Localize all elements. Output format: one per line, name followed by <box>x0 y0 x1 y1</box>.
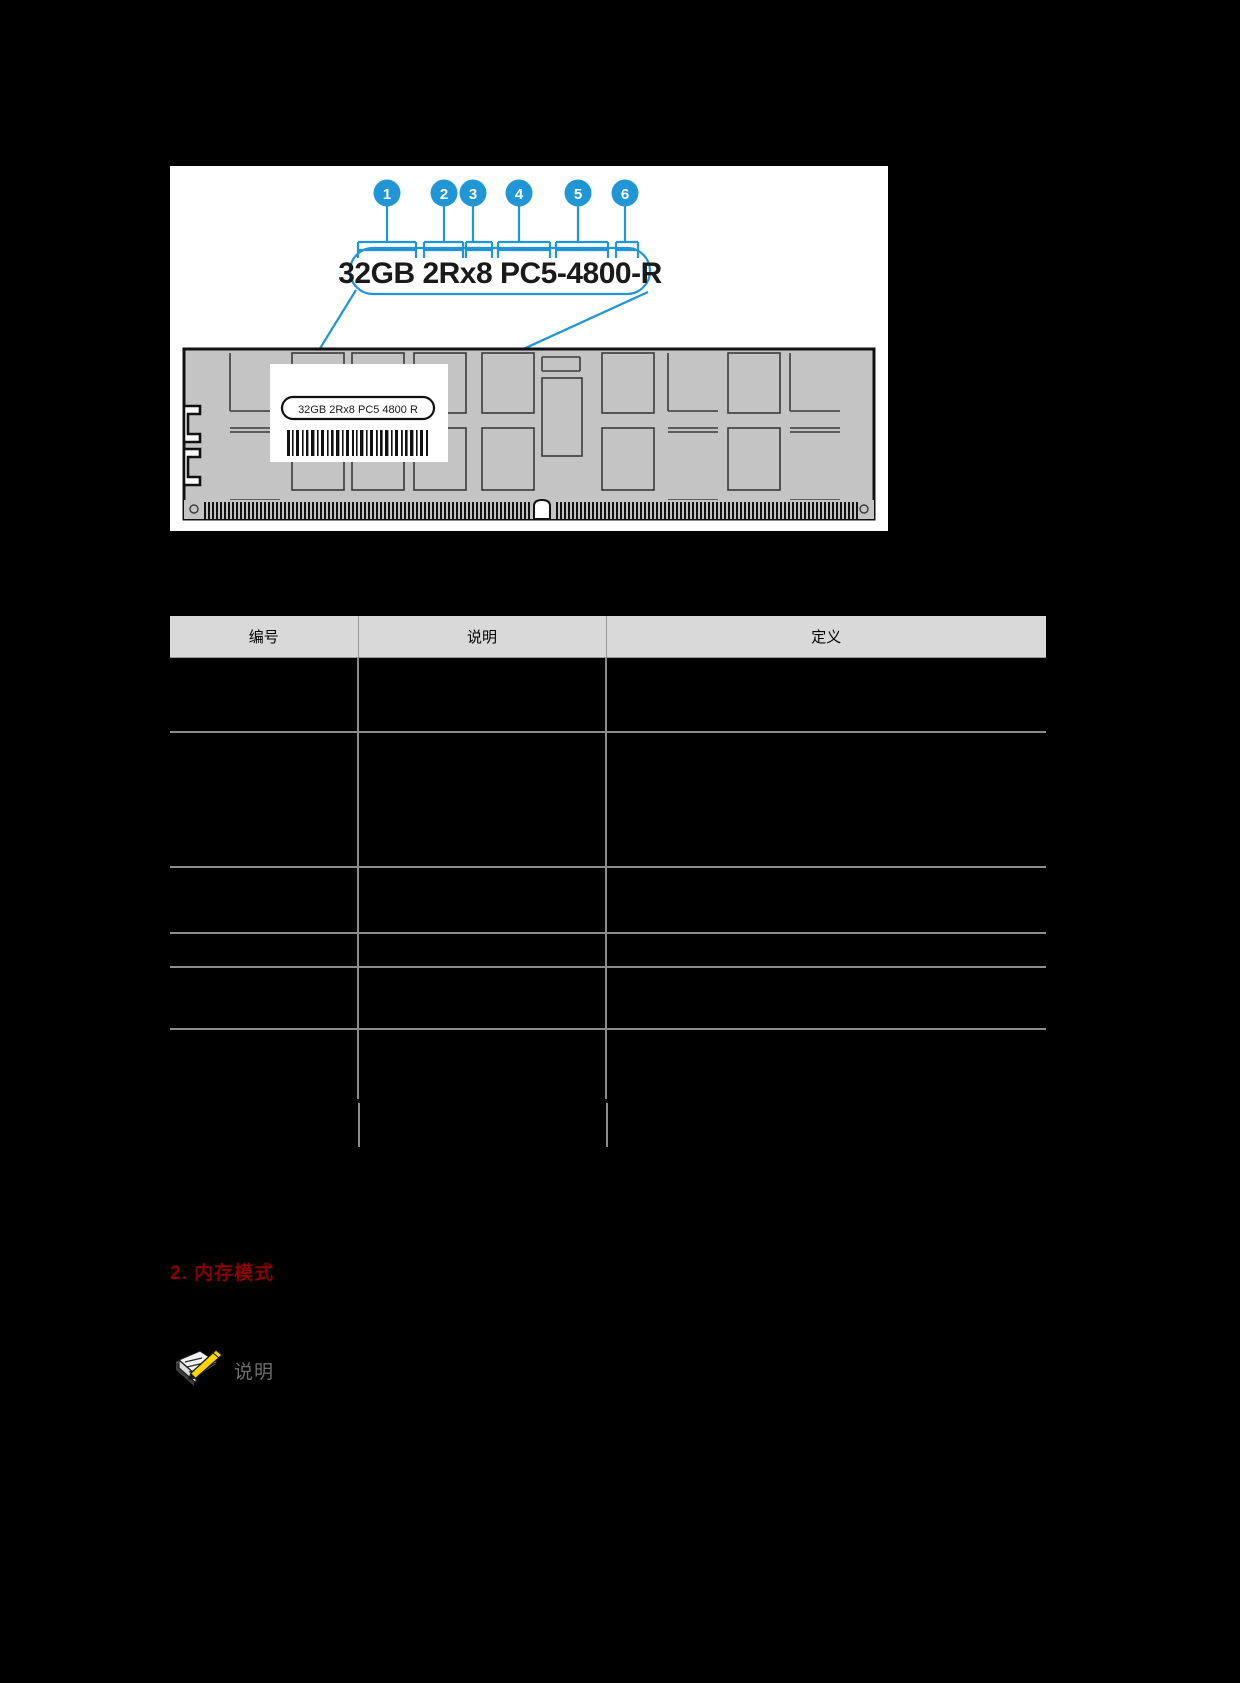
enlarged-label-text: 32GB 2Rx8 PC5-4800-R <box>338 257 662 290</box>
note-label: 说明 <box>234 1361 275 1383</box>
table-row <box>170 932 1046 968</box>
table-row <box>170 966 1046 1030</box>
cell-definition <box>606 731 1046 868</box>
cell-description <box>358 731 607 868</box>
barcode-icon <box>287 430 428 456</box>
callout-number-6: 6 <box>621 186 629 203</box>
connector-pins-right <box>556 502 858 519</box>
callout-circle-4 <box>505 179 533 207</box>
cell-description <box>358 866 607 934</box>
table-row <box>170 731 1046 868</box>
cell-definition <box>606 657 1046 733</box>
callout-circle-6 <box>611 179 639 207</box>
column-header-number: 编号 <box>170 616 359 658</box>
callout-number-5: 5 <box>574 186 582 203</box>
callout-number-4: 4 <box>515 186 524 203</box>
table-header-row: 编号 说明 定义 <box>170 616 1046 658</box>
cell-definition <box>606 1028 1046 1099</box>
callout-circle-3 <box>459 179 487 207</box>
dimm-key-notch <box>533 498 551 520</box>
dimm-diagram-svg: 1 2 3 4 5 6 <box>182 179 876 521</box>
callout-group: 1 2 3 4 5 6 <box>373 179 639 242</box>
connector-pins-left <box>204 502 530 519</box>
memory-module-figure: 1 2 3 4 5 6 <box>170 166 888 531</box>
note-pencil-icon <box>176 1349 223 1386</box>
table-row <box>170 1028 1046 1099</box>
table-row <box>170 866 1046 934</box>
cell-description <box>358 966 607 1030</box>
dimm-notch-upper <box>182 404 202 444</box>
cell-number <box>170 932 359 968</box>
memory-label-definition-table: 编号 说明 定义 <box>170 616 1046 1099</box>
cell-number <box>170 866 359 934</box>
column-rule-1 <box>358 1103 360 1147</box>
cell-description <box>358 932 607 968</box>
column-rule-2 <box>606 1103 608 1147</box>
cell-number <box>170 966 359 1030</box>
dimm-notch-lower <box>182 447 202 487</box>
cell-number <box>170 731 359 868</box>
callout-circle-1 <box>373 179 401 207</box>
callout-circle-2 <box>430 179 458 207</box>
cell-number <box>170 1028 359 1099</box>
note-callout: 说明 <box>172 1348 274 1392</box>
dimm-sticker-text: 32GB 2Rx8 PC5 4800 R <box>298 404 418 416</box>
cell-definition <box>606 932 1046 968</box>
cell-description <box>358 657 607 733</box>
cell-description <box>358 1028 607 1099</box>
callout-number-2: 2 <box>440 186 448 203</box>
callout-number-1: 1 <box>383 186 391 203</box>
cell-number <box>170 657 359 733</box>
segment-brackets <box>356 240 640 258</box>
cell-definition <box>606 966 1046 1030</box>
enlarged-label-pill: 32GB 2Rx8 PC5-4800-R <box>338 246 663 296</box>
callout-circle-5 <box>564 179 592 207</box>
table-row <box>170 657 1046 733</box>
table-column-rule-tails <box>170 1103 1046 1147</box>
column-header-description: 说明 <box>358 616 607 658</box>
dimm-sticker-label: 32GB 2Rx8 PC5 4800 R <box>270 364 448 462</box>
page-title: 2. 内存模式 <box>170 1263 275 1284</box>
callout-number-3: 3 <box>469 186 477 203</box>
dimm-edge-connector <box>184 498 874 520</box>
cell-definition <box>606 866 1046 934</box>
column-header-definition: 定义 <box>606 616 1046 658</box>
dimm-module: 32GB 2Rx8 PC5 4800 R <box>182 347 876 521</box>
